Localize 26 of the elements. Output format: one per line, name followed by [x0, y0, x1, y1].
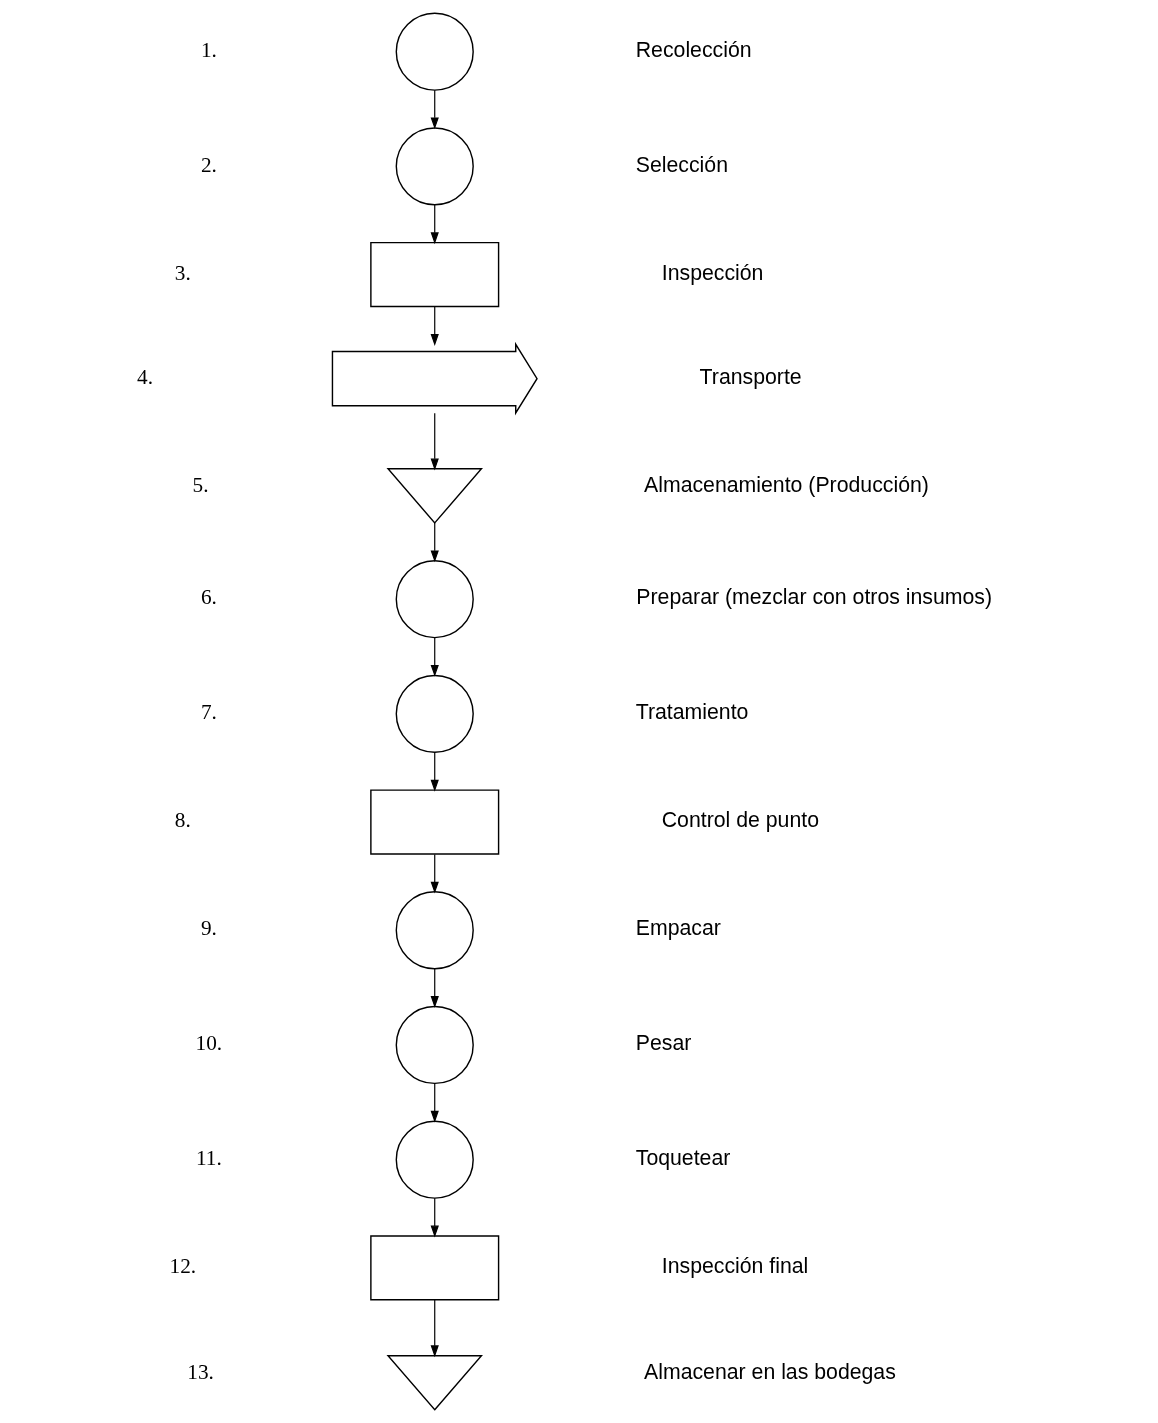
label: Almacenamiento (Producción) [644, 473, 929, 498]
label: Inspección final [661, 1254, 809, 1279]
label: 5. [192, 473, 209, 498]
label: Almacenar en las bodegas [644, 1359, 896, 1384]
label: Preparar (mezclar con otros insumos) [636, 585, 993, 610]
label: Inspección [661, 260, 764, 285]
label: 11. [195, 1145, 222, 1170]
label: 6. [200, 585, 217, 610]
label: 7. [200, 700, 217, 725]
label: 10. [195, 1031, 223, 1056]
label: Transporte [699, 364, 802, 389]
label: Empacar [635, 916, 721, 941]
label: 8. [174, 808, 191, 833]
label: Recolección [635, 37, 752, 62]
label: 4. [137, 364, 153, 389]
label: Control de punto [661, 808, 820, 833]
label: 1. [200, 37, 217, 62]
label: 12. [169, 1254, 197, 1279]
label: 13. [187, 1359, 214, 1384]
label: Pesar [635, 1031, 692, 1056]
label: 9. [200, 916, 217, 941]
label: Selección [635, 152, 728, 177]
label: 2. [200, 152, 217, 177]
label: Toquetear [635, 1145, 731, 1170]
label: Tratamiento [635, 700, 749, 725]
label: 3. [174, 260, 191, 285]
